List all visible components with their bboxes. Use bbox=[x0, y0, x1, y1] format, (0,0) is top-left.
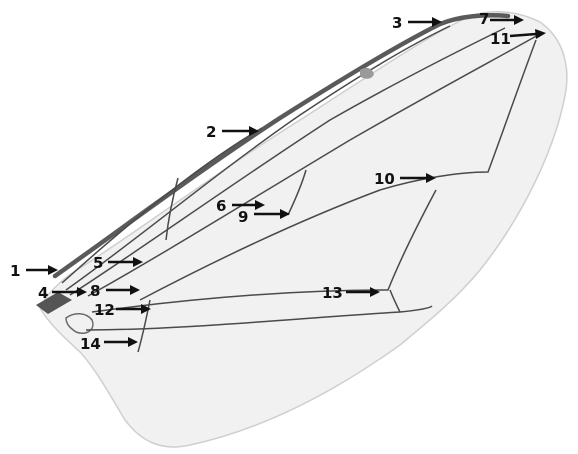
arrow-1 bbox=[26, 265, 58, 275]
label-13: 13 bbox=[322, 284, 343, 302]
label-10: 10 bbox=[374, 170, 395, 188]
label-6: 6 bbox=[216, 197, 226, 215]
label-2: 2 bbox=[206, 123, 216, 141]
label-9: 9 bbox=[238, 208, 248, 226]
label-7: 7 bbox=[479, 10, 489, 28]
label-11: 11 bbox=[490, 30, 511, 48]
label-5: 5 bbox=[93, 254, 103, 272]
label-4: 4 bbox=[38, 284, 48, 302]
label-8: 8 bbox=[90, 282, 100, 300]
label-1: 1 bbox=[10, 262, 20, 280]
label-12: 12 bbox=[94, 301, 115, 319]
label-3: 3 bbox=[392, 14, 402, 32]
label-14: 14 bbox=[80, 335, 101, 353]
